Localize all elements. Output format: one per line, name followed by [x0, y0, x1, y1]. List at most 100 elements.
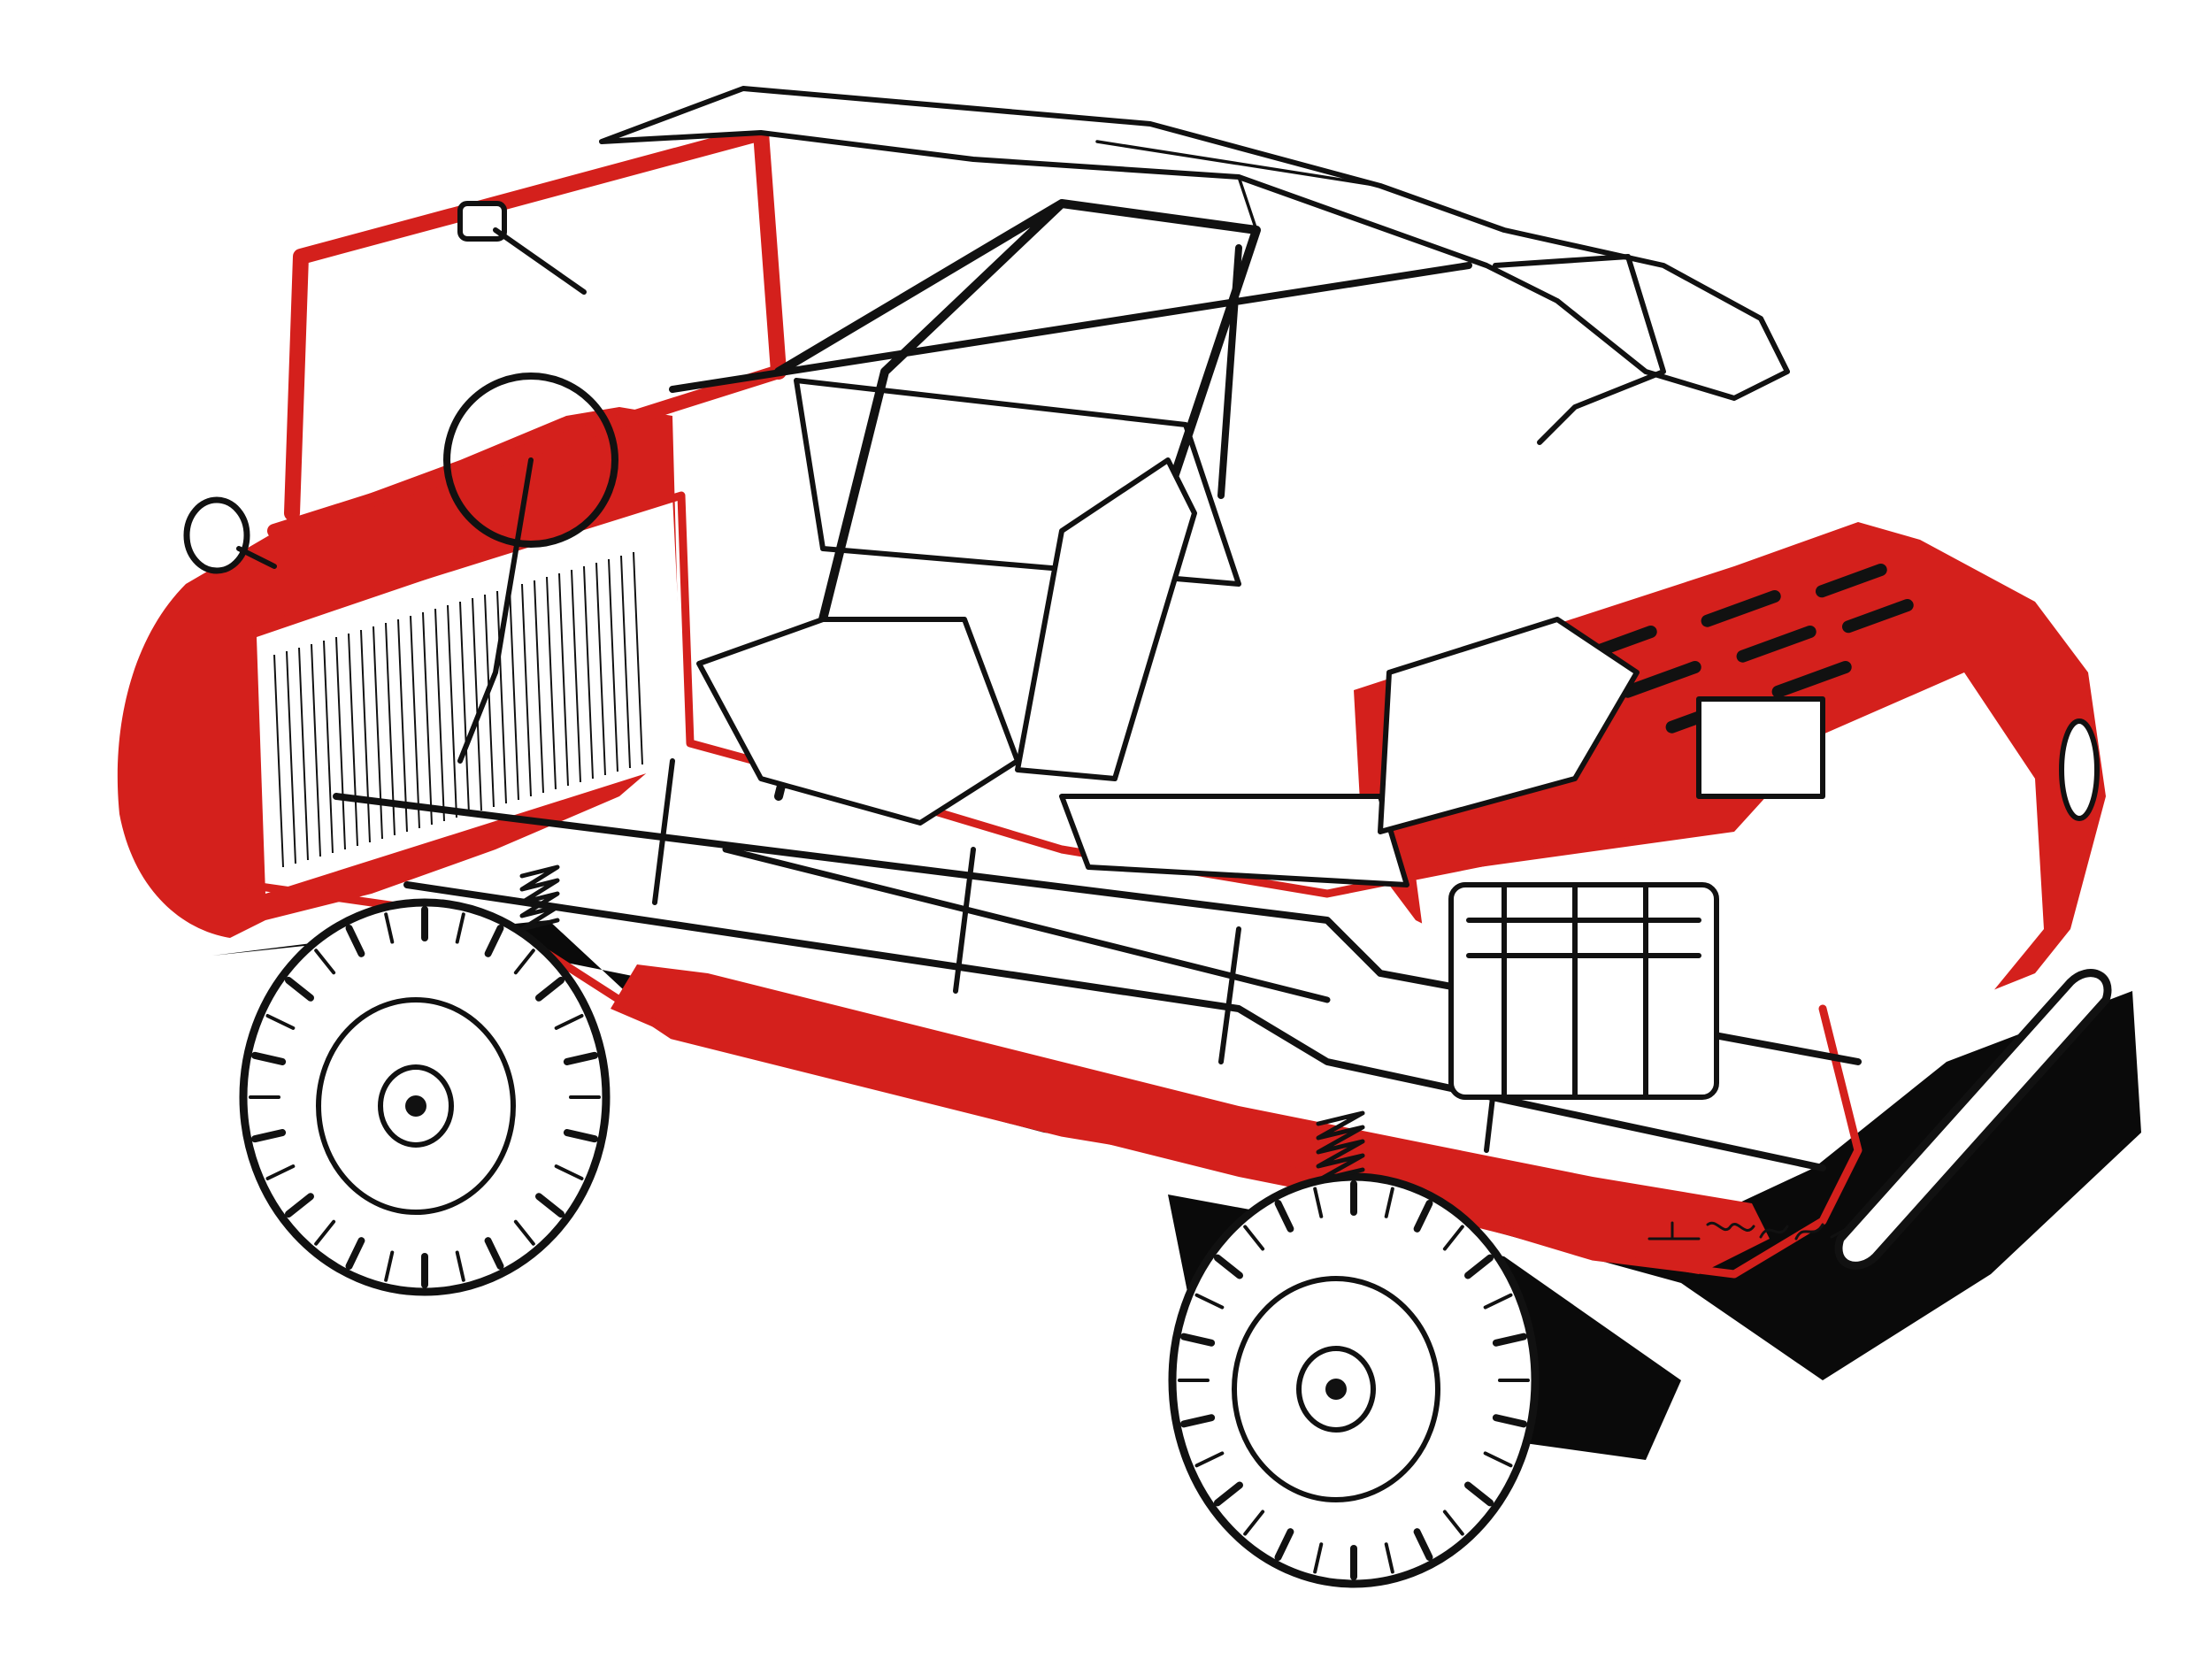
rear-coil-spring — [1316, 1110, 1365, 1183]
tread-lug — [1274, 1199, 1294, 1233]
tread-lug — [1313, 1187, 1324, 1218]
tread-lug — [1274, 1528, 1294, 1562]
hatch-line — [633, 551, 643, 765]
soft-top-outline — [599, 86, 1790, 401]
tread-lug — [1413, 1528, 1433, 1562]
tread-lug — [1384, 1542, 1394, 1574]
tread-lug — [513, 949, 535, 975]
dashboard-rail — [267, 365, 786, 538]
windshield-frame — [284, 125, 787, 521]
floor-pan — [611, 964, 1770, 1274]
cabin-hatching — [273, 551, 643, 868]
wiper-arm — [493, 227, 587, 295]
soft-top-seam — [1095, 140, 1382, 232]
tread-lug — [345, 924, 365, 957]
hatch-line — [434, 608, 445, 822]
rear-quarter-frame — [1493, 254, 1666, 445]
tread-lug — [563, 1051, 599, 1065]
hatch-line — [571, 569, 581, 783]
engine-block — [1448, 882, 1719, 1100]
rear-wheel — [1168, 1172, 1540, 1588]
hatch-line — [534, 580, 544, 794]
tread-lug — [384, 1250, 395, 1282]
soft-top — [602, 88, 1787, 398]
tread-lug — [314, 1219, 336, 1246]
mirror-arm — [236, 546, 277, 569]
rear-wheel-arch — [1378, 617, 1640, 834]
front-panel-cutout — [257, 495, 686, 894]
hatch-line — [286, 650, 296, 864]
tread-lug — [1384, 1187, 1394, 1218]
tread-lug — [554, 1014, 584, 1030]
rear-tire-tread — [1178, 1180, 1530, 1580]
tread-lug — [1194, 1451, 1225, 1468]
chassis-rail-right — [403, 881, 1826, 1172]
tread-lug — [1483, 1293, 1513, 1310]
hatch-line — [373, 626, 383, 840]
tread-lug — [455, 912, 465, 944]
tread-lug — [284, 1193, 314, 1218]
hatch-line — [459, 601, 470, 815]
tread-lug — [1442, 1510, 1464, 1536]
tail-lamp — [2059, 718, 2100, 821]
drive-shaft — [722, 846, 1331, 1003]
tread-lug — [1243, 1225, 1265, 1251]
tread-lug — [563, 1129, 599, 1143]
hatch-line — [583, 565, 594, 780]
rear-bench — [1059, 794, 1409, 887]
tread-lug — [345, 1237, 365, 1271]
hatch-line — [521, 583, 532, 797]
tread-lug — [250, 1051, 287, 1065]
hatch-line — [360, 629, 371, 843]
hatch-line — [422, 611, 433, 826]
side-mirror — [183, 496, 250, 574]
tread-lug — [535, 1193, 565, 1218]
battery — [1696, 696, 1825, 799]
hatch-line — [620, 555, 631, 769]
tread-lug — [1442, 1225, 1464, 1251]
tread-lug — [1213, 1481, 1243, 1507]
tread-lug — [1413, 1199, 1433, 1233]
tread-lug — [554, 1164, 584, 1180]
front-tire-tread — [249, 906, 601, 1288]
chassis-crossmember — [652, 758, 1507, 1153]
engine-detail — [1466, 882, 1701, 1100]
tread-lug — [265, 1014, 296, 1030]
hatch-line — [348, 633, 358, 847]
hatch-line — [410, 615, 420, 829]
tread-lug — [250, 1129, 287, 1143]
rear-bumper — [1834, 969, 2112, 1270]
hatch-line — [546, 576, 557, 790]
tread-lug — [1492, 1414, 1528, 1428]
tread-lug — [1179, 1414, 1216, 1428]
hatch-line — [608, 558, 618, 772]
tread-lug — [455, 1250, 465, 1282]
hatch-line — [484, 594, 495, 808]
tread-lug — [384, 912, 395, 944]
hatch-line — [472, 597, 482, 811]
hatch-line — [509, 587, 519, 801]
hatch-line — [335, 636, 346, 850]
rear-seat-back — [1015, 457, 1197, 781]
tread-lug — [1492, 1333, 1528, 1347]
roof-strut — [669, 244, 1472, 499]
steering-wheel — [443, 373, 618, 548]
hatch-line — [397, 618, 408, 833]
tread-lug — [1313, 1542, 1324, 1574]
hatch-line — [298, 647, 309, 861]
hatch-line — [558, 572, 569, 787]
hatch-line — [496, 590, 507, 804]
steering-column — [457, 457, 534, 764]
tread-lug — [1179, 1333, 1216, 1347]
tread-lug — [1464, 1481, 1494, 1507]
hatch-line — [447, 604, 457, 818]
tread-lug — [1194, 1293, 1225, 1310]
tread-lug — [1464, 1254, 1494, 1279]
tread-lug — [1483, 1451, 1513, 1468]
hatch-line — [595, 562, 606, 776]
tread-lug — [1213, 1254, 1243, 1279]
tread-lug — [284, 976, 314, 1002]
artist-signature — [1647, 1221, 1856, 1241]
